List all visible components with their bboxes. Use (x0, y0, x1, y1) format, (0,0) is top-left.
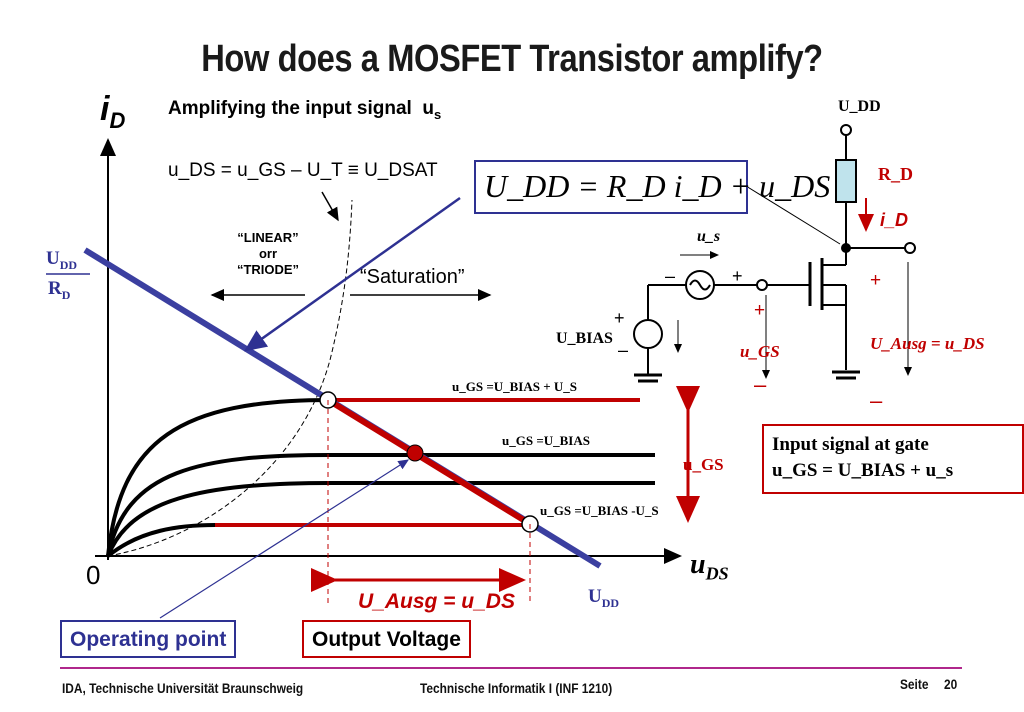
ubias-minus: – (618, 340, 629, 360)
uausg-plus: + (870, 270, 882, 291)
curve-mid2 (106, 481, 655, 557)
circuit-rd: R_D (878, 164, 913, 184)
ubias-plus: + (614, 308, 625, 328)
footer-page-number: 20 (944, 676, 958, 692)
dsat-equation: u_DS = u_GS – U_T ≡ U_DSAT (168, 160, 438, 181)
ugs-plus: + (754, 300, 766, 321)
load-line-active (326, 397, 532, 527)
curve-label-mid: u_GS =U_BIAS (502, 433, 590, 448)
udd-over-rd-num: UDD (46, 248, 78, 272)
operating-point-callout: Operating point (60, 620, 237, 658)
output-voltage-label: U_Ausg = u_DS (358, 590, 515, 613)
resistor-rd (835, 159, 857, 203)
x-axis-label: uDS (690, 549, 729, 584)
curve-label-top: u_GS =U_BIAS + U_S (452, 379, 577, 394)
input-signal-box: Input signal at gate u_GS = U_BIAS + u_s (762, 424, 1024, 494)
curve-mid (106, 453, 655, 557)
circuit-id: i_D (880, 210, 909, 230)
curve-label-low: u_GS =U_BIAS -U_S (540, 503, 659, 518)
ugs-minus: – (754, 372, 767, 397)
us-minus: – (665, 266, 676, 286)
y-axis-label: iD (100, 90, 126, 133)
footer-institution: IDA, Technische Universität Braunschweig (62, 680, 304, 696)
udd-over-rd-den: RD (48, 278, 71, 302)
ugs-swing-label: u_GS (683, 455, 724, 474)
curve-top (106, 398, 331, 557)
circuit-uausg: U_Ausg = u_DS (870, 334, 985, 353)
curve-low (106, 523, 216, 558)
circuit-us: u_s (697, 228, 721, 245)
circuit-ubias: U_BIAS (556, 330, 613, 347)
load-line-equation: U_DD = R_D i_D + u_DS (484, 168, 831, 204)
footer-page-label: Seite (900, 676, 929, 692)
udd-xaxis-label: UDD (588, 586, 620, 610)
circuit-ugs: u_GS (740, 342, 780, 361)
subtitle: Amplifying the input signal us (168, 98, 442, 122)
operating-point (406, 444, 424, 462)
origin-label: 0 (86, 560, 101, 590)
page-title: How does a MOSFET Transistor amplify? (201, 38, 823, 80)
footer-course: Technische Informatik I (INF 1210) (420, 680, 613, 696)
circuit-udd: U_DD (838, 98, 881, 115)
linear-region-label: “LINEAR” orr “TRIODE” (236, 230, 300, 277)
uausg-minus: – (870, 388, 883, 413)
us-plus: + (732, 266, 743, 286)
output-voltage-callout: Output Voltage (302, 620, 471, 658)
load-line-equation-box: U_DD = R_D i_D + u_DS (474, 160, 830, 214)
saturation-label: “Saturation” (360, 266, 465, 288)
